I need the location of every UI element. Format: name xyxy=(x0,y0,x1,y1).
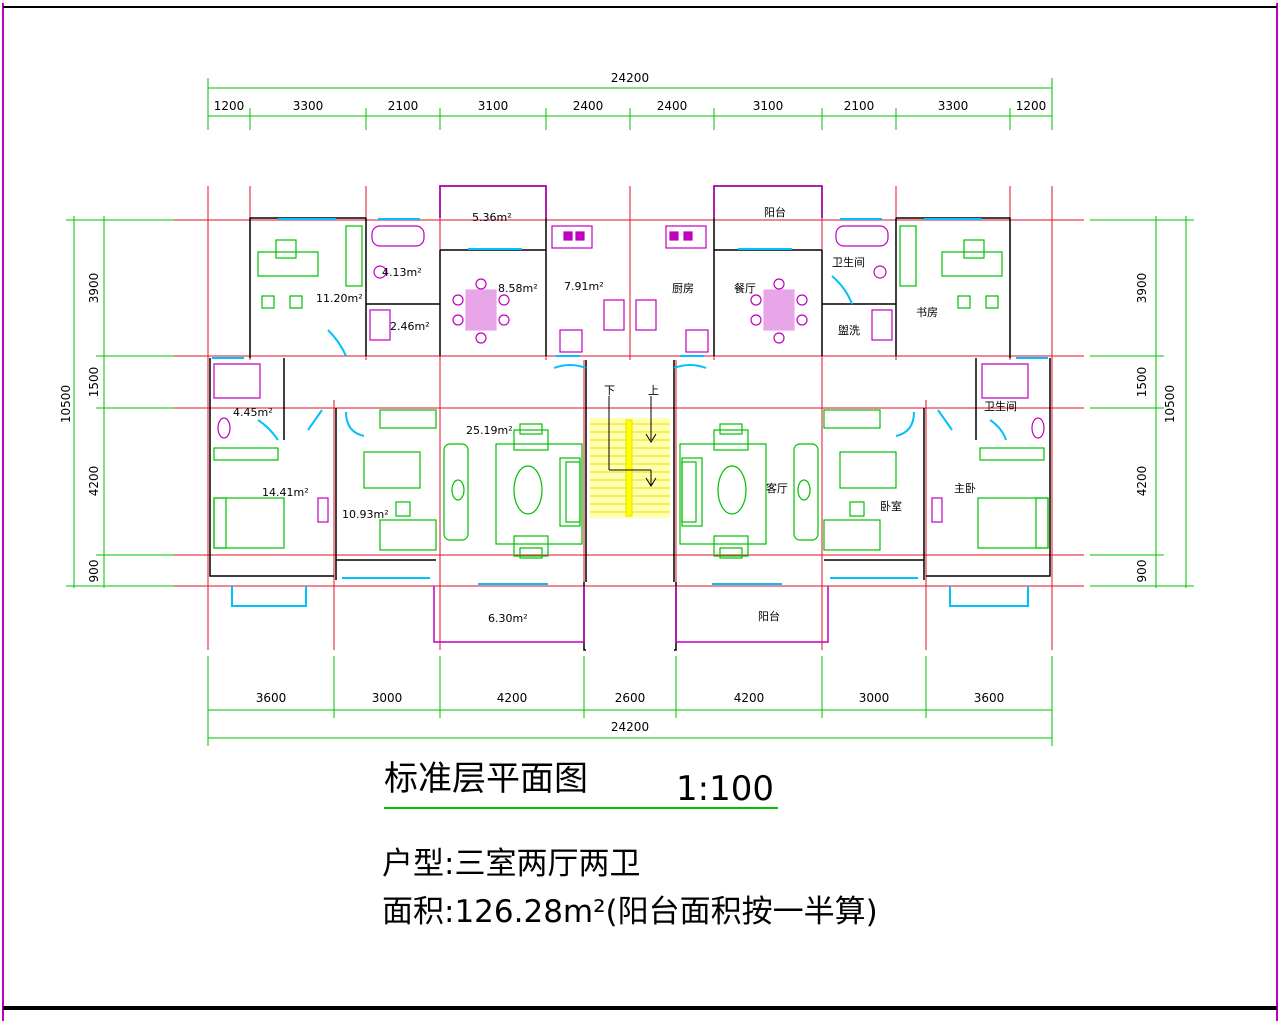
dim-top-1: 1200 xyxy=(214,99,245,113)
dim-bottom-3: 4200 xyxy=(497,691,528,705)
stair xyxy=(590,396,670,518)
room-label: 5.36m² xyxy=(472,211,512,224)
dim-top-5: 2400 xyxy=(573,99,604,113)
room-label: 主卧 xyxy=(954,482,976,495)
dim-bottom-total: 24200 xyxy=(611,720,649,734)
dim-bottom-6: 3000 xyxy=(859,691,890,705)
room-label: 厨房 xyxy=(672,282,694,295)
room-label: 6.30m² xyxy=(488,612,528,625)
room-label: 4.45m² xyxy=(233,406,273,419)
drawing-scale: 1:100 xyxy=(676,769,774,809)
room-label: 14.41m² xyxy=(262,486,309,499)
dim-top-7: 3100 xyxy=(753,99,784,113)
room-label: 下 xyxy=(604,384,615,397)
room-label: 上 xyxy=(648,384,659,397)
title-block: 标准层平面图 1:100 户型:三室两厅两卫 面积:126.28m²(阳台面积按… xyxy=(382,759,878,930)
room-label: 盥洗 xyxy=(838,324,860,337)
dim-top-8: 2100 xyxy=(844,99,875,113)
room-label: 卫生间 xyxy=(984,399,1017,413)
unit-type: 户型:三室两厅两卫 xyxy=(382,846,640,882)
room-label: 2.46m² xyxy=(390,320,430,333)
dim-bottom-2: 3000 xyxy=(372,691,403,705)
room-label: 4.13m² xyxy=(382,266,422,279)
room-label: 卧室 xyxy=(880,499,902,513)
dim-bottom-7: 3600 xyxy=(974,691,1005,705)
dim-top-4: 3100 xyxy=(478,99,509,113)
room-label: 阳台 xyxy=(758,609,780,623)
room-label: 8.58m² xyxy=(498,282,538,295)
dim-left-4: 900 xyxy=(87,560,101,583)
dim-top-2: 3300 xyxy=(293,99,324,113)
room-labels: 5.36m² 阳台 4.13m² 11.20m² 8.58m² 7.91m² 厨… xyxy=(233,205,1017,625)
dim-right-3: 4200 xyxy=(1135,466,1149,497)
room-label: 客厅 xyxy=(766,481,788,495)
dim-bottom-4: 2600 xyxy=(615,691,646,705)
balconies xyxy=(433,185,829,643)
room-label: 阳台 xyxy=(764,205,786,219)
room-label: 10.93m² xyxy=(342,508,389,521)
dim-top-3: 2100 xyxy=(388,99,419,113)
room-label: 餐厅 xyxy=(734,281,756,295)
dim-top-6: 2400 xyxy=(657,99,688,113)
dim-left-1: 3900 xyxy=(87,273,101,304)
dim-right-4: 900 xyxy=(1135,560,1149,583)
dim-top-10: 1200 xyxy=(1016,99,1047,113)
dim-right-2: 1500 xyxy=(1135,367,1149,398)
dim-right-total: 10500 xyxy=(1163,385,1177,423)
drawing-frame xyxy=(2,3,1278,1021)
windows xyxy=(212,218,1048,607)
dim-left-3: 4200 xyxy=(87,466,101,497)
dimension-lines xyxy=(66,78,1194,746)
furniture xyxy=(213,225,1049,559)
drawing-title: 标准层平面图 xyxy=(384,759,588,799)
room-label: 11.20m² xyxy=(316,292,363,305)
dim-right-1: 3900 xyxy=(1135,273,1149,304)
dim-bottom-1: 3600 xyxy=(256,691,287,705)
area-line: 面积:126.28m²(阳台面积按一半算) xyxy=(382,894,878,930)
dimension-labels: 24200 1200 3300 2100 3100 2400 2400 3100… xyxy=(59,71,1177,734)
dim-top-total: 24200 xyxy=(611,71,649,85)
dim-left-2: 1500 xyxy=(87,367,101,398)
dim-left-total: 10500 xyxy=(59,385,73,423)
room-label: 7.91m² xyxy=(564,280,604,293)
room-label: 卫生间 xyxy=(832,255,865,269)
fixtures xyxy=(213,225,1045,523)
room-label: 25.19m² xyxy=(466,424,513,437)
dim-bottom-5: 4200 xyxy=(734,691,765,705)
dim-top-9: 3300 xyxy=(938,99,969,113)
room-label: 书房 xyxy=(916,306,938,319)
